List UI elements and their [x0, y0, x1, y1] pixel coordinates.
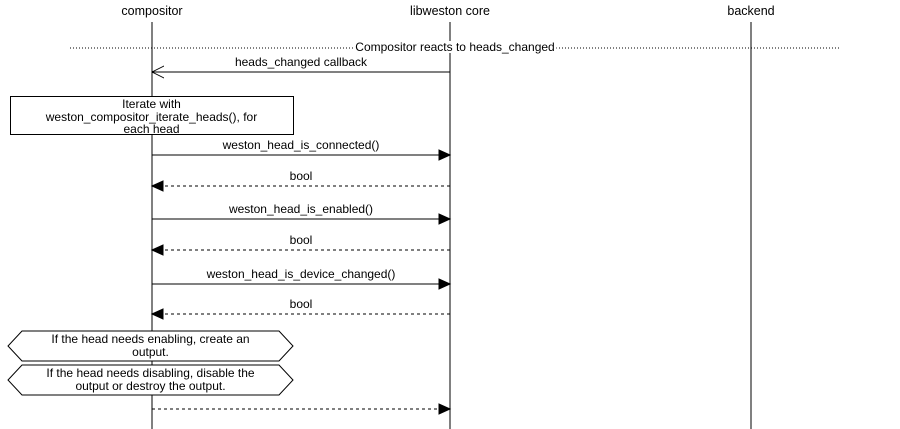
- message-arrowhead-4: [150, 244, 164, 256]
- participant-label-1: libweston core: [410, 4, 490, 18]
- action-box-text-1: If the head needs disabling, disable the…: [46, 366, 255, 393]
- message-arrowhead-0-b: [151, 71, 165, 79]
- message-label-0: heads_changed callback: [234, 55, 368, 69]
- message-arrowhead-3: [438, 213, 452, 225]
- message-label-5: weston_head_is_device_changed(): [206, 267, 396, 281]
- message-label-1: weston_head_is_connected(): [222, 138, 380, 152]
- action-box-text-0: If the head needs enabling, create an ou…: [51, 332, 250, 359]
- message-label-4: bool: [289, 233, 313, 247]
- action-box-1: [7, 364, 294, 396]
- participant-label-0: compositor: [121, 4, 183, 18]
- action-box-0: [7, 330, 294, 362]
- message-arrowhead-2: [150, 180, 164, 192]
- message-arrowhead-7: [438, 403, 452, 415]
- separator-label-0: Compositor reacts to heads_changed: [353, 40, 557, 54]
- note-box-0: [10, 96, 294, 135]
- participant-label-2: backend: [727, 4, 775, 18]
- note-text-0: Iterate with weston_compositor_iterate_h…: [45, 97, 258, 136]
- message-label-2: bool: [289, 169, 313, 183]
- message-arrowhead-6: [150, 308, 164, 320]
- message-label-3: weston_head_is_enabled(): [228, 202, 374, 216]
- message-arrowhead-1: [438, 149, 452, 161]
- message-arrowhead-0-a: [151, 65, 165, 73]
- message-label-6: bool: [289, 297, 313, 311]
- message-arrowhead-5: [438, 278, 452, 290]
